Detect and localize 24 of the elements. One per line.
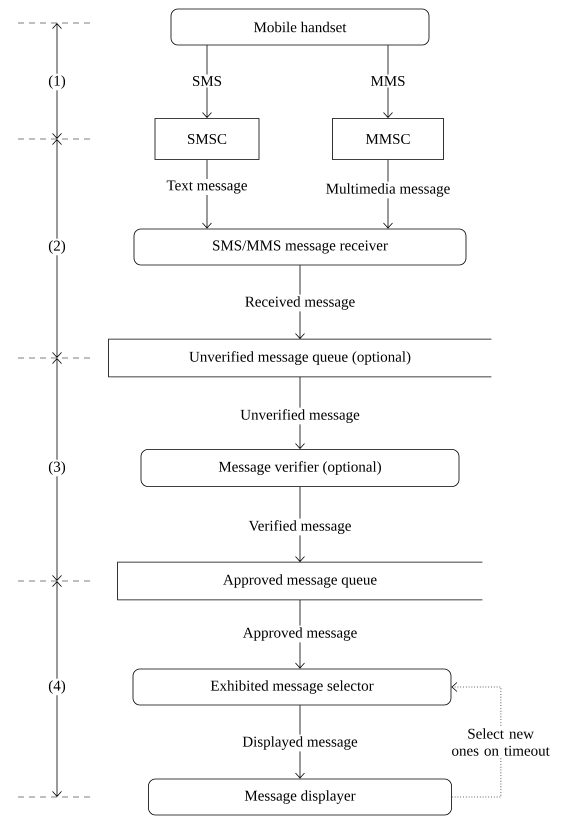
edge-label: Select new ones on timeout	[440, 727, 562, 757]
edge-label: SMS	[190, 74, 224, 88]
process-box: MMSC	[332, 118, 444, 160]
edge-label: Multimedia message	[324, 182, 452, 198]
stage-number: (2)	[46, 238, 68, 256]
process-box: Message verifier (optional)	[140, 449, 460, 487]
edge-label: Text message	[165, 178, 249, 196]
edge-label: Verified message	[247, 518, 353, 536]
queue-box: Approved message queue	[117, 562, 483, 600]
queue-box: Unverified message queue (optional)	[108, 338, 492, 378]
edge-label: Approved message	[241, 626, 359, 642]
process-box: Mobile handset	[170, 8, 430, 46]
stage-number: (3)	[46, 460, 68, 476]
process-box: Exhibited message selector	[132, 668, 452, 706]
edge-label: Unverified message	[238, 408, 362, 424]
edge-label: Displayed message	[240, 734, 360, 752]
process-box: SMSC	[154, 118, 260, 160]
edge-label: MMS	[369, 74, 407, 88]
edge-label: Received message	[243, 294, 357, 312]
process-box: SMS/MMS message receiver	[134, 228, 466, 266]
stage-number: (4)	[46, 678, 68, 696]
arrow	[451, 682, 502, 798]
stage-number: (1)	[46, 74, 68, 90]
process-box: Message displayer	[148, 778, 452, 816]
